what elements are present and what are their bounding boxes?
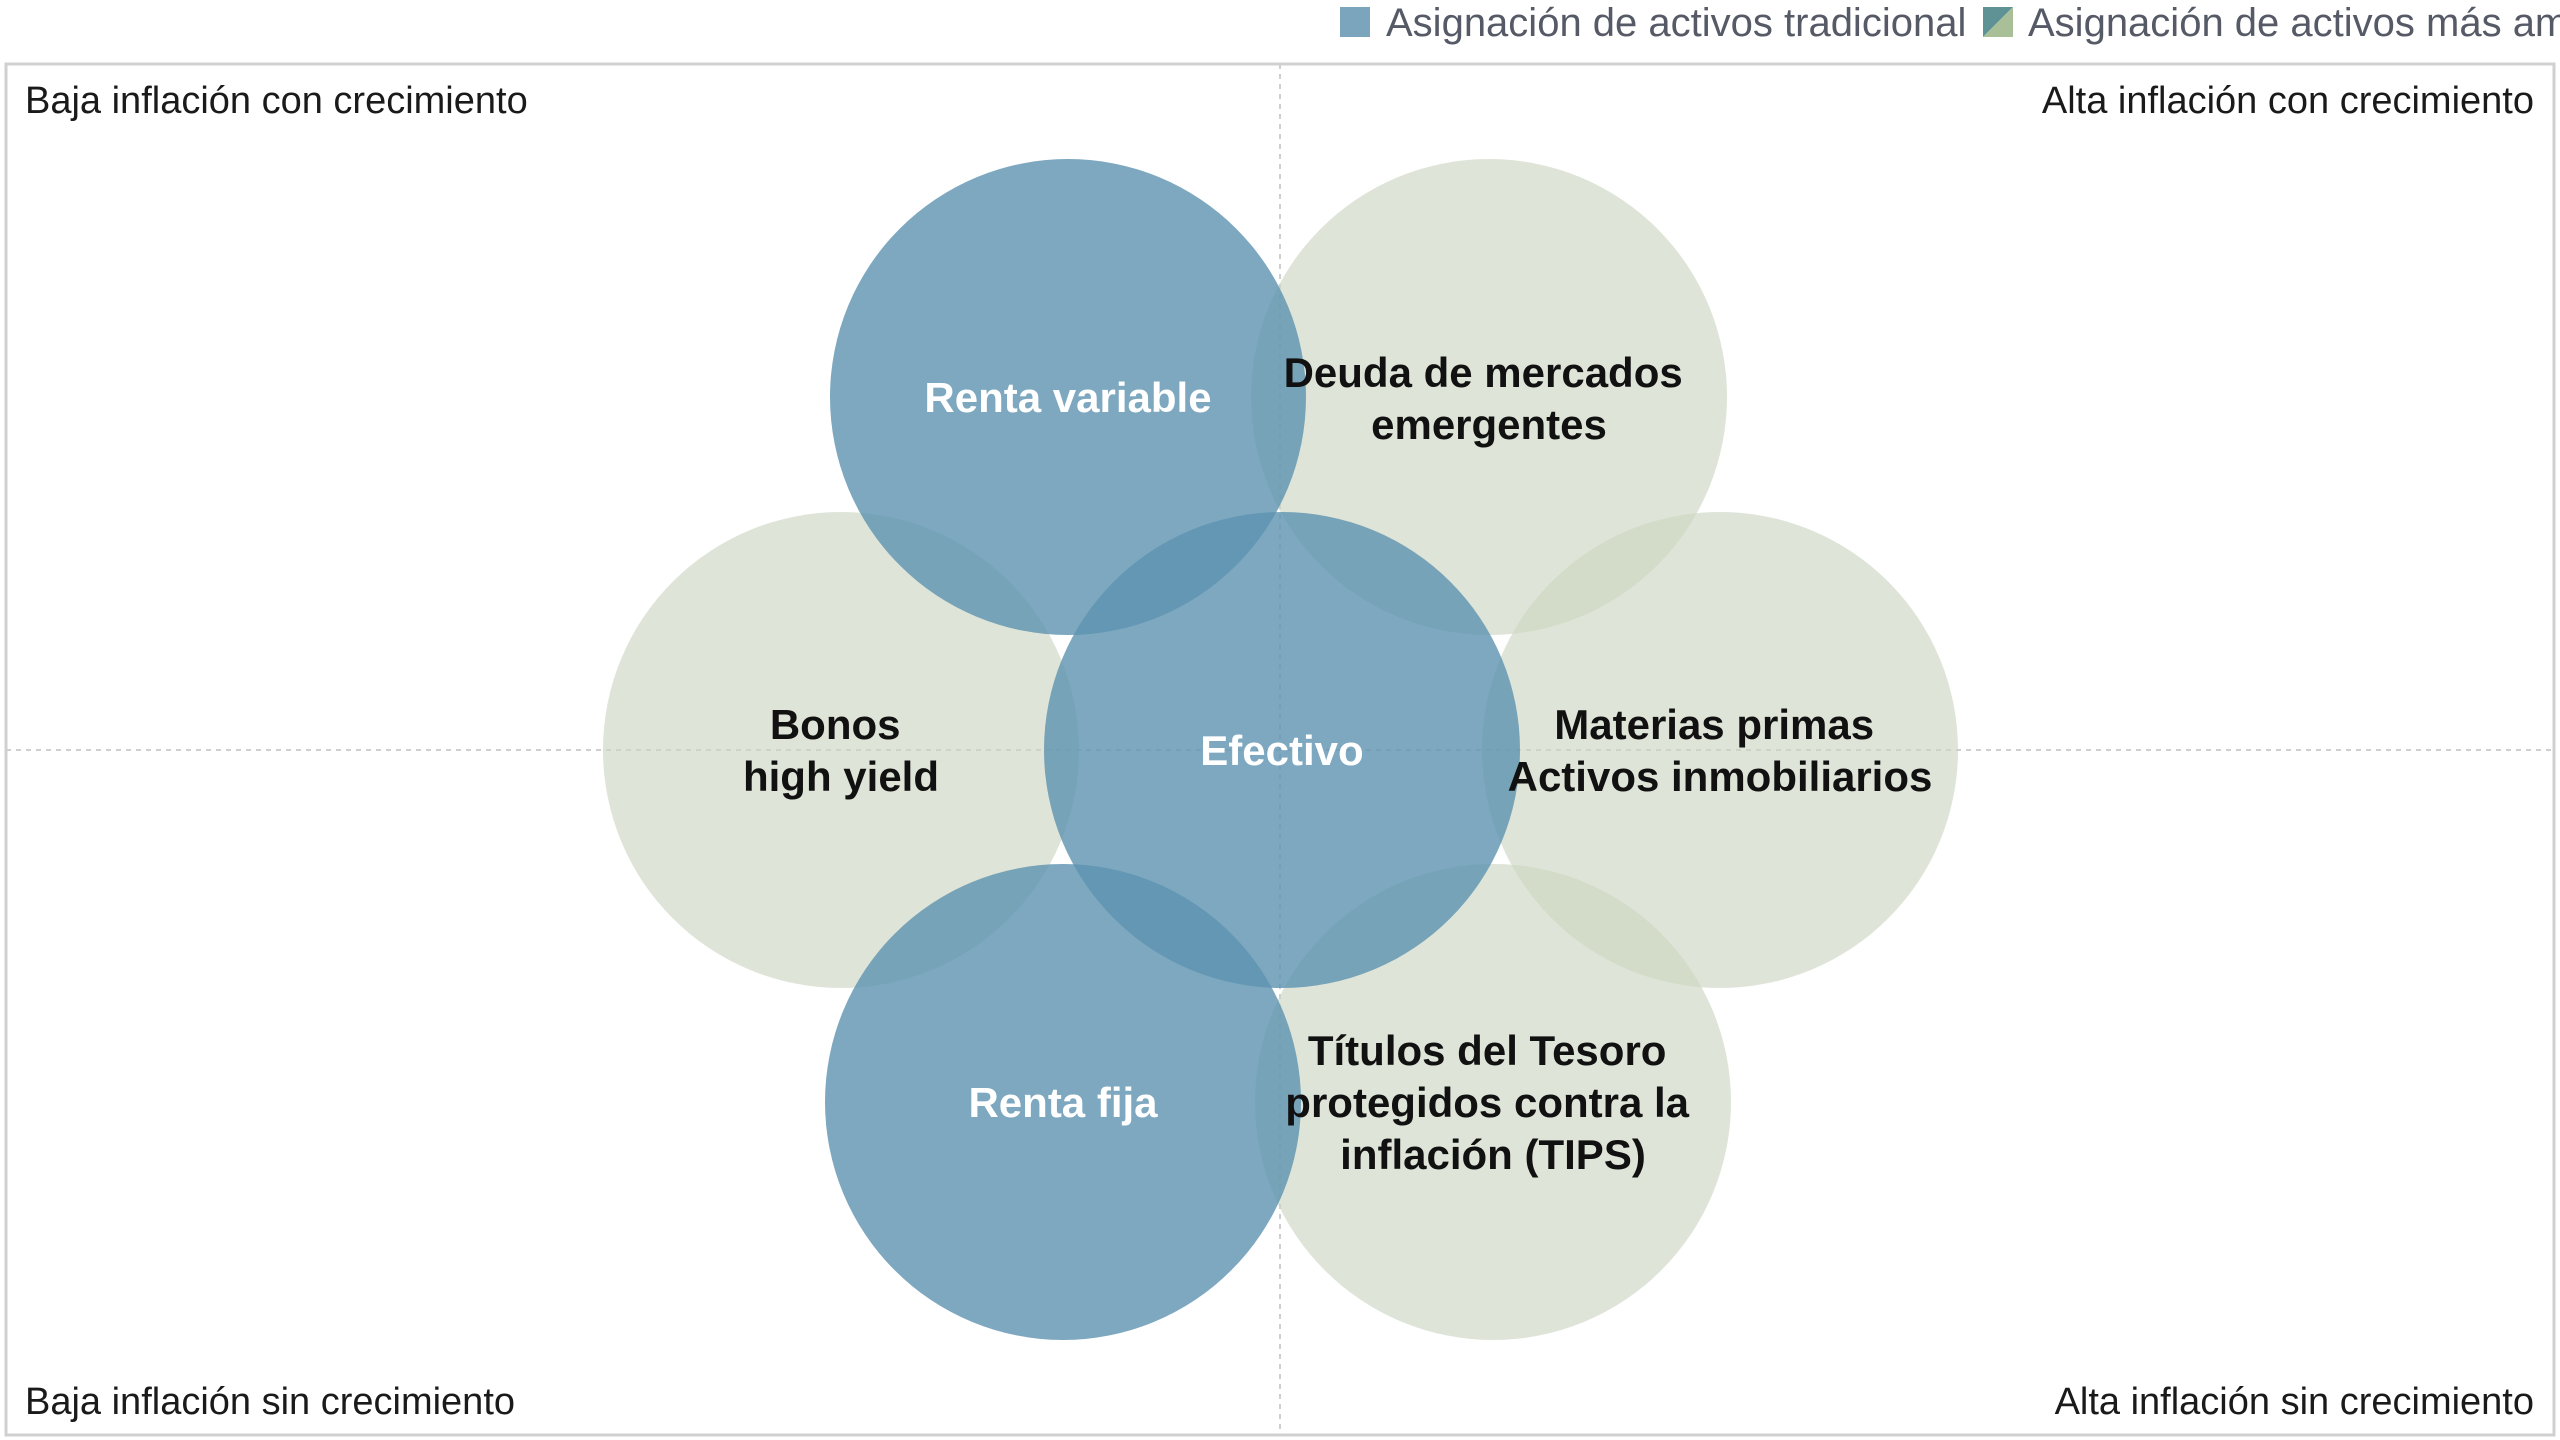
circle-efectivo [1044,512,1520,988]
legend-swatch-traditional [1340,7,1370,37]
legend: Asignación de activos tradicional Asigna… [1340,1,2560,45]
legend-label-traditional: Asignación de activos tradicional [1386,1,1966,45]
quadrant-top-left: Baja inflación con crecimiento [25,80,528,122]
label-bonos: Bonos high yield [743,701,939,800]
circle-tips [1255,864,1731,1340]
label-deuda: Deuda de mercados emergentes [1284,349,1695,448]
label-renta-fija: Renta fija [968,1079,1158,1126]
circle-renta-variable [830,159,1306,635]
circle-deuda-mercados-emergentes [1251,159,1727,635]
legend-label-broader: Asignación de activos más amplia [2028,1,2560,45]
quadrant-bottom-left: Baja inflación sin crecimiento [25,1381,515,1423]
label-renta-variable: Renta variable [924,374,1211,421]
label-efectivo: Efectivo [1200,727,1363,774]
quadrant-bottom-right: Alta inflación sin crecimiento [2055,1381,2534,1423]
quadrant-top-right: Alta inflación con crecimiento [2042,80,2534,122]
circle-renta-fija [825,864,1301,1340]
label-materias: Materias primas Activos inmobiliarios [1508,701,1933,800]
label-tips: Títulos del Tesoro protegidos contra la … [1285,1027,1700,1178]
circle-materias-primas [1482,512,1958,988]
circle-bonos-high-yield [603,512,1079,988]
legend-swatch-broader [1983,7,2013,37]
